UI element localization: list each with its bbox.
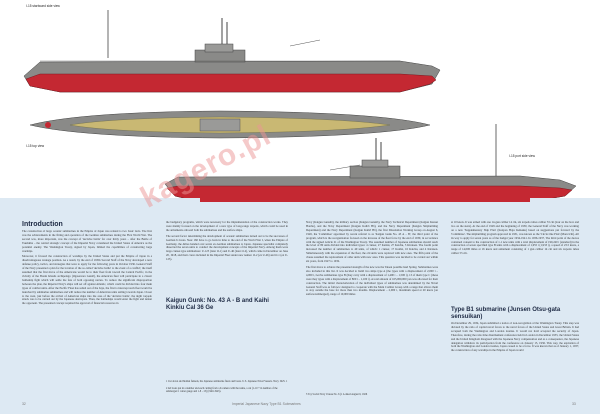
heading-kaigun: Kaigun Gunk: No. 43 A - B and Kaihi Kink… — [166, 298, 269, 311]
caption-top: I-15 top view — [26, 144, 45, 148]
col2-paragraph-1: the budgetary programs, which were neces… — [166, 221, 288, 232]
port-view-submarine — [164, 124, 577, 198]
text-area — [0, 198, 600, 414]
col4b-paragraph-1: On December 29, 1934, Japan submitted a … — [451, 322, 579, 353]
submarine-profiles — [23, 10, 577, 198]
caption-starboard: I-15 starboard side view — [26, 4, 60, 8]
col1-paragraph-1: The construction of large oceanic submar… — [22, 230, 152, 253]
column-4b: On December 29, 1934, Japan submitted a … — [451, 322, 579, 400]
col3-paragraph-1: Navy (Kaigun Gunshō), the military secti… — [306, 221, 438, 264]
column-2: the budgetary programs, which were neces… — [166, 221, 288, 296]
heading-introduction: Introduction — [22, 221, 63, 228]
top-view-submarine — [29, 110, 431, 139]
heading-type-b1: Type B1 submarine (Junsen Otsu-gata sens… — [451, 307, 561, 320]
col2-paragraph-2: The second factor determining the develo… — [166, 233, 288, 262]
column-4: at 10 knots. It was armed with one 14-gu… — [451, 221, 579, 305]
starboard-view-submarine — [23, 10, 441, 93]
col4-paragraph-1: at 10 knots. It was armed with one 14-gu… — [451, 221, 579, 256]
footnote-3: 3 Toy Social Navy Clause No. 6 (1 A date… — [306, 393, 368, 396]
footnote-2: 2 All boats put in a number and each cut… — [166, 387, 278, 394]
footnote-1: 1 Cut down and hidden funnels, the Japan… — [166, 380, 288, 383]
page-number-left: 32 — [22, 402, 26, 406]
column-3: Navy (Kaigun Gunshō), the military secti… — [306, 221, 438, 391]
caption-port: I-15 port side view — [509, 154, 535, 158]
page-number-right: 33 — [572, 402, 576, 406]
col1-paragraph-2: Moreover, it favored the construction of… — [22, 254, 152, 306]
running-title: Imperial Japanese Navy Type B1 Submarine… — [232, 402, 301, 406]
column-1: The construction of large oceanic submar… — [22, 230, 152, 400]
col3-paragraph-2: The first move to achieve the presented … — [306, 264, 438, 297]
profile-area: I-15 starboard side view I-15 top view I… — [0, 0, 600, 198]
